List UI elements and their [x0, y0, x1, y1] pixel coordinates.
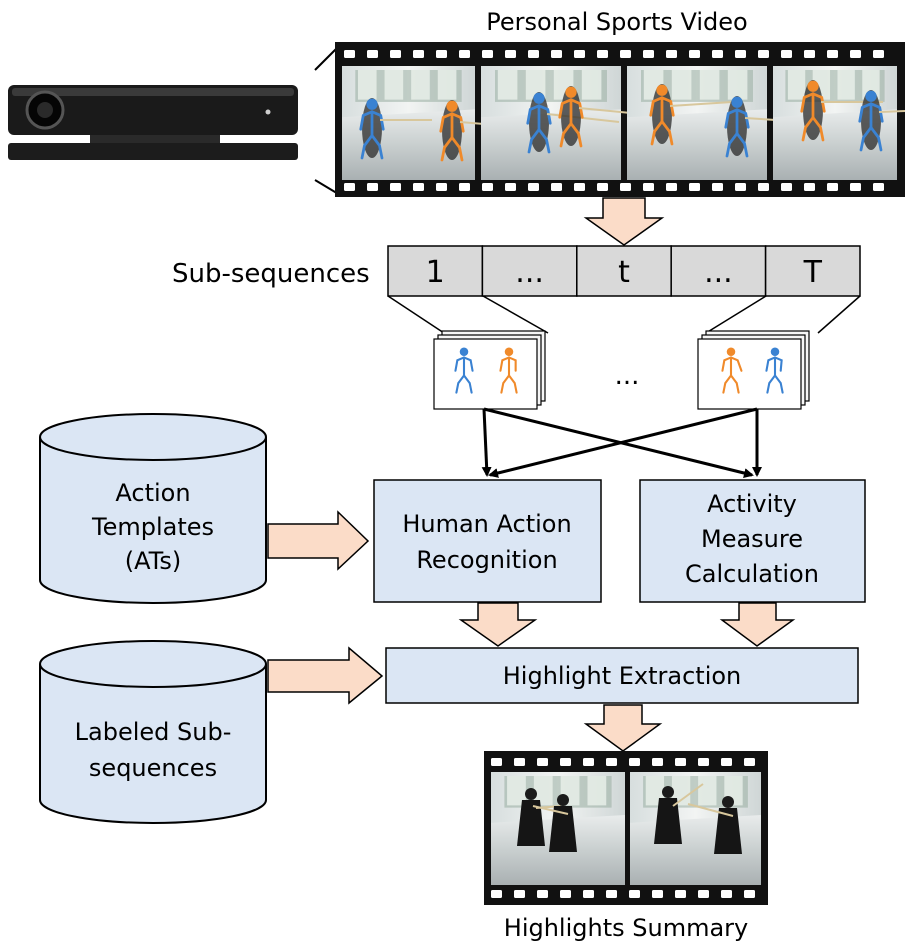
frame-stack-left [433, 330, 546, 410]
subsequence-cell-label: t [618, 255, 630, 290]
arrow-labeled-to-extraction [267, 646, 384, 705]
arrow-recognition-to-extraction [458, 602, 538, 647]
db1-line1: Action [115, 479, 190, 507]
highlight-extraction-label: Highlight Extraction [503, 662, 742, 690]
skeleton-icon [765, 347, 784, 394]
video-frame [342, 66, 533, 180]
skeleton-icon [499, 347, 518, 394]
amc-line2: Measure [701, 525, 803, 553]
crossing-arrows [481, 407, 762, 478]
skeleton-icon [649, 84, 675, 146]
subsequence-cell-label: 1 [426, 255, 445, 290]
db2-line1: Labeled Sub- [75, 718, 232, 746]
amc-line3: Calculation [685, 560, 819, 588]
skeleton-icon [800, 80, 826, 142]
video-frame [481, 66, 642, 180]
video-frame [491, 772, 625, 885]
frame-stack-right [697, 330, 810, 410]
subsequence-cell [481, 245, 578, 297]
projection-lines [387, 295, 861, 334]
database-labeled-subsequences: Labeled Sub- sequences [39, 640, 267, 824]
depth-sensor-icon [8, 85, 298, 160]
film-strip-top [314, 42, 905, 197]
db1-line3: (ATs) [125, 547, 181, 575]
har-line1: Human Action [402, 510, 571, 538]
video-frame [630, 772, 761, 885]
subsequence-cell-label: T [803, 255, 823, 290]
subsequence-bar: 1... t... T [387, 245, 861, 297]
subsequence-cell-label: ... [704, 255, 733, 290]
summary-title: Highlights Summary [504, 914, 748, 942]
db1-line2: Templates [91, 513, 214, 541]
box-highlight-extraction: Highlight Extraction [385, 647, 859, 704]
arrow-extraction-to-summary [583, 704, 663, 752]
database-action-templates: Action Templates (ATs) [39, 413, 267, 604]
subsequence-cell-label: ... [515, 255, 544, 290]
arrow-video-to-subsequences [583, 197, 665, 246]
subsequence-cell [670, 245, 767, 297]
frames-ellipsis: ... [615, 361, 640, 391]
subsequence-cell [576, 245, 672, 297]
arrow-activity-to-extraction [719, 602, 796, 647]
db2-line2: sequences [89, 754, 217, 782]
video-title: Personal Sports Video [486, 8, 747, 36]
video-frame [773, 66, 905, 180]
film-strip-summary [484, 751, 768, 905]
arrow-templates-to-recognition [267, 510, 370, 571]
skeleton-icon [454, 347, 474, 394]
box-human-action-recognition: Human Action Recognition [373, 479, 602, 603]
sub-sequences-label: Sub-sequences [172, 259, 370, 289]
subsequence-cell [764, 245, 861, 297]
har-line2: Recognition [416, 546, 557, 574]
skeleton-icon [721, 347, 743, 394]
amc-line1: Activity [707, 490, 797, 518]
box-activity-measure: Activity Measure Calculation [639, 479, 866, 603]
